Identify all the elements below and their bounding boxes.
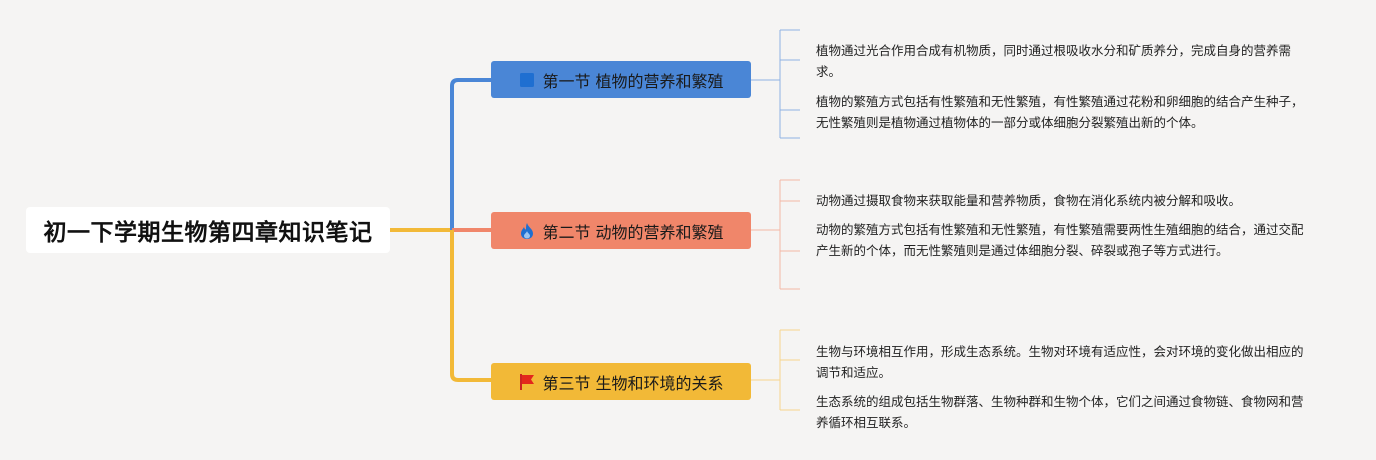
note-3-1: 生物与环境相互作用，形成生态系统。生物对环境有适应性，会对环境的变化做出相应的调… bbox=[816, 344, 1304, 380]
note-2-1: 动物通过摄取食物来获取能量和营养物质，食物在消化系统内被分解和吸收。 bbox=[816, 193, 1242, 208]
root-topic[interactable]: 初一下学期生物第四章知识笔记 bbox=[26, 207, 390, 253]
branch-title-1: 第一节 植物的营养和繁殖 bbox=[542, 71, 724, 91]
blue-square-icon bbox=[518, 71, 536, 89]
red-flag-icon bbox=[518, 373, 536, 391]
branch-topic-2[interactable]: 第二节 动物的营养和繁殖 bbox=[491, 212, 751, 249]
note-1-2: 植物的繁殖方式包括有性繁殖和无性繁殖，有性繁殖通过花粉和卵细胞的结合产生种子，无… bbox=[816, 94, 1304, 130]
leaf-connectors-3 bbox=[751, 329, 800, 411]
connector-branch-3 bbox=[450, 230, 491, 382]
branch-topic-3[interactable]: 第三节 生物和环境的关系 bbox=[491, 363, 751, 400]
flame-icon bbox=[518, 222, 536, 240]
note-2-2: 动物的繁殖方式包括有性繁殖和无性繁殖，有性繁殖需要两性生殖细胞的结合，通过交配产… bbox=[816, 222, 1304, 258]
branch-title-2: 第二节 动物的营养和繁殖 bbox=[542, 222, 724, 242]
root-title: 初一下学期生物第四章知识笔记 bbox=[43, 220, 373, 246]
branch-topic-1[interactable]: 第一节 植物的营养和繁殖 bbox=[491, 61, 751, 98]
leaf-connectors-2 bbox=[751, 179, 800, 290]
note-1-1: 植物通过光合作用合成有机物质，同时通过根吸收水分和矿质养分，完成自身的营养需求。 bbox=[816, 43, 1292, 79]
connector-branch-1 bbox=[450, 78, 491, 230]
branch-title-3: 第三节 生物和环境的关系 bbox=[542, 373, 724, 393]
note-3-2: 生态系统的组成包括生物群落、生物种群和生物个体，它们之间通过食物链、食物网和营养… bbox=[816, 394, 1304, 430]
leaf-connectors-1 bbox=[751, 29, 800, 139]
